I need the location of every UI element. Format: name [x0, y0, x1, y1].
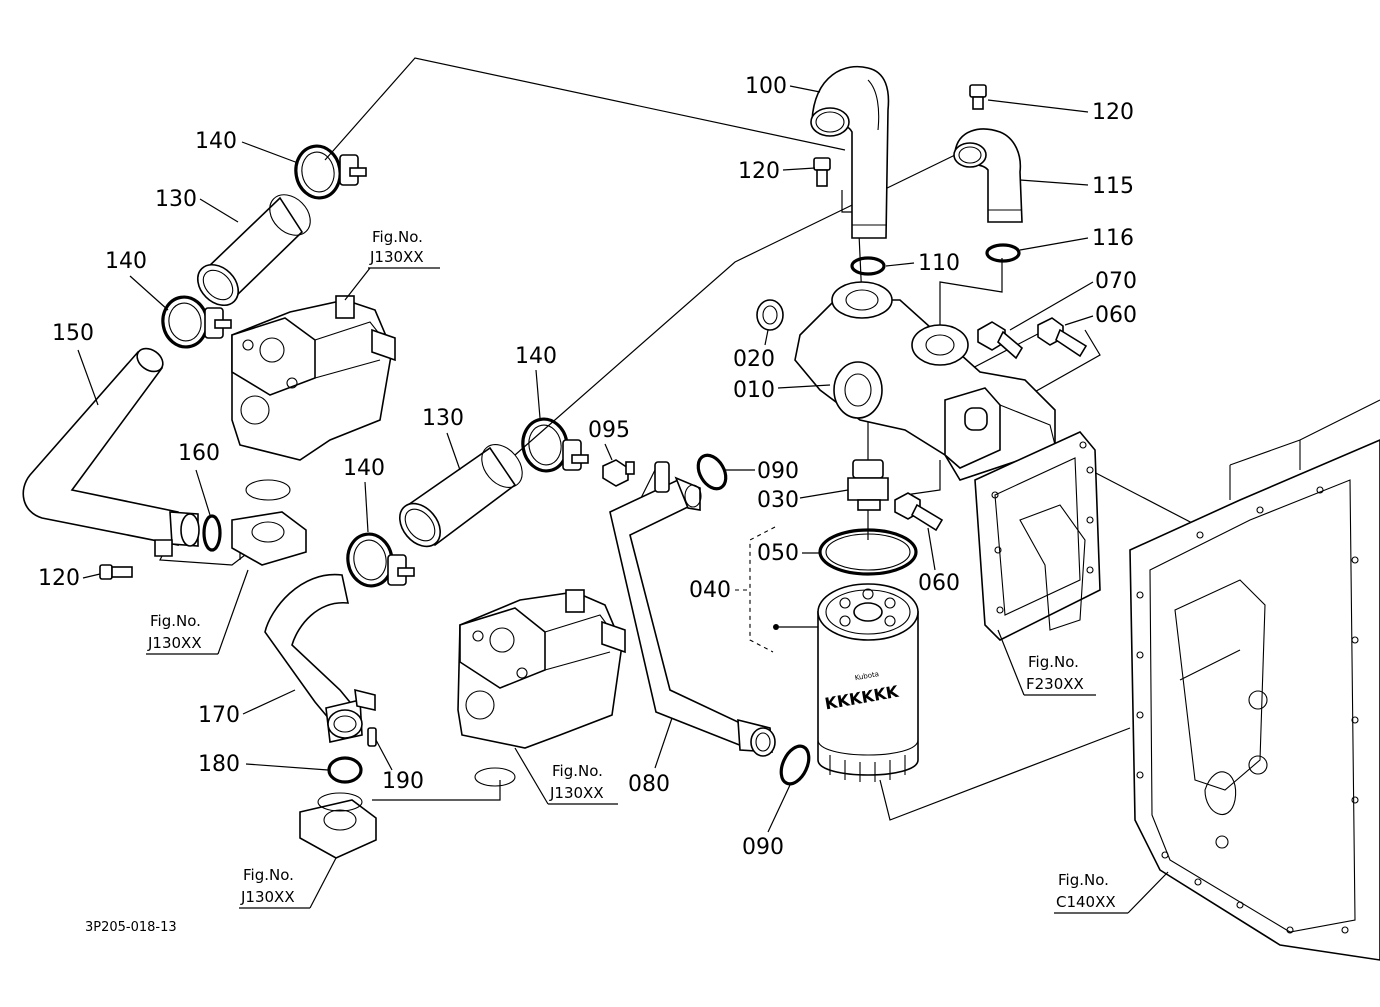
part-labels: 100 120 120 115 116 110 070 060 020 010 … — [38, 74, 1137, 860]
svg-text:J130XX: J130XX — [147, 634, 202, 652]
o-ring-090-lower — [779, 744, 811, 786]
label-110: 110 — [918, 251, 960, 276]
flange-left — [231, 479, 307, 566]
hydraulic-pump-lower — [457, 589, 626, 749]
label-100: 100 — [745, 74, 787, 99]
o-ring-110 — [850, 256, 886, 276]
drawing-code: 3P205-018-13 — [85, 920, 177, 935]
label-190: 190 — [382, 769, 424, 794]
hose-clamp-140-left — [161, 295, 232, 349]
label-090-lower: 090 — [742, 835, 784, 860]
pump-lower-seal — [474, 767, 516, 787]
fig-ref-lower-pump: Fig.No. J130XX — [514, 747, 618, 805]
bolt-120-left — [99, 564, 133, 580]
kit-dot — [773, 624, 779, 630]
label-050: 050 — [757, 541, 799, 566]
oil-filter-040: KKKKKK Kubota — [817, 583, 919, 782]
gasket-050 — [818, 528, 918, 576]
hose-170 — [264, 573, 376, 743]
fig-ref-gasket-plate: Fig.No. F230XX — [997, 629, 1096, 696]
transmission-case-c140xx — [1129, 399, 1380, 961]
hose-clamp-140-top — [294, 144, 367, 200]
svg-text:Fig.No.: Fig.No. — [372, 228, 423, 246]
label-070: 070 — [1095, 269, 1137, 294]
pipe-100 — [810, 65, 890, 239]
label-160: 160 — [178, 441, 220, 466]
label-120-mid: 120 — [738, 159, 780, 184]
nipple-030 — [847, 459, 889, 511]
o-ring-180 — [327, 756, 363, 784]
fig-ref-lower-flange: Fig.No. J130XX — [239, 857, 337, 909]
svg-text:Fig.No.: Fig.No. — [243, 866, 294, 884]
bolt-060-lower — [894, 492, 944, 532]
svg-text:J130XX: J130XX — [240, 888, 295, 906]
valve-body-010 — [794, 281, 1056, 481]
label-120-left: 120 — [38, 566, 80, 591]
label-180: 180 — [198, 752, 240, 777]
fitting-070 — [977, 321, 1024, 360]
seal-020 — [756, 299, 784, 331]
label-060-upper: 060 — [1095, 303, 1137, 328]
label-170: 170 — [198, 703, 240, 728]
svg-text:Fig.No.: Fig.No. — [1028, 653, 1079, 671]
bolt-060-upper — [1037, 317, 1088, 358]
hose-clamp-140-lower — [346, 532, 415, 588]
fig-ref-transmission-case: Fig.No. C140XX — [1054, 871, 1169, 914]
pipe-080 — [609, 461, 776, 757]
label-150: 150 — [52, 321, 94, 346]
o-ring-160 — [202, 514, 222, 552]
svg-text:J130XX: J130XX — [549, 784, 604, 802]
o-ring-116 — [985, 243, 1021, 263]
svg-text:C140XX: C140XX — [1056, 893, 1116, 911]
svg-text:J130XX: J130XX — [369, 248, 424, 266]
label-140-middle: 140 — [515, 344, 557, 369]
hose-clamp-140-middle — [521, 417, 589, 473]
label-130-middle: 130 — [422, 406, 464, 431]
label-060-lower: 060 — [918, 571, 960, 596]
label-020: 020 — [733, 347, 775, 372]
label-040: 040 — [689, 578, 731, 603]
pipe-115 — [953, 128, 1023, 223]
figure-references: Fig.No. J130XX Fig.No. J130XX Fig.No. J1… — [146, 228, 1169, 914]
label-120-top: 120 — [1092, 100, 1134, 125]
hose-130-middle — [399, 444, 523, 548]
label-030: 030 — [757, 488, 799, 513]
hose-130-top — [196, 194, 311, 307]
hose-150 — [22, 347, 200, 557]
label-130-top: 130 — [155, 187, 197, 212]
plug-095 — [602, 459, 635, 487]
label-010: 010 — [733, 378, 775, 403]
bolt-120-mid — [813, 157, 831, 187]
clamp-screw-190 — [367, 727, 377, 747]
svg-text:Fig.No.: Fig.No. — [1058, 871, 1109, 889]
hydraulic-pump-upper — [231, 295, 396, 461]
bolt-120-top — [969, 84, 987, 110]
label-115: 115 — [1092, 174, 1134, 199]
svg-text:Fig.No.: Fig.No. — [150, 612, 201, 630]
label-080: 080 — [628, 772, 670, 797]
label-095: 095 — [588, 418, 630, 443]
label-116: 116 — [1092, 226, 1134, 251]
label-140-top: 140 — [195, 129, 237, 154]
fig-ref-left-flange: Fig.No. J130XX — [146, 569, 249, 655]
gasket-plate-f230xx — [974, 431, 1101, 641]
o-ring-090-upper — [696, 453, 728, 491]
label-140-left: 140 — [105, 249, 147, 274]
svg-text:F230XX: F230XX — [1026, 675, 1084, 693]
svg-text:Fig.No.: Fig.No. — [552, 762, 603, 780]
flange-lower — [299, 792, 377, 859]
label-140-lower: 140 — [343, 456, 385, 481]
label-090-upper: 090 — [757, 459, 799, 484]
fig-ref-upper-pump: Fig.No. J130XX — [344, 228, 440, 301]
